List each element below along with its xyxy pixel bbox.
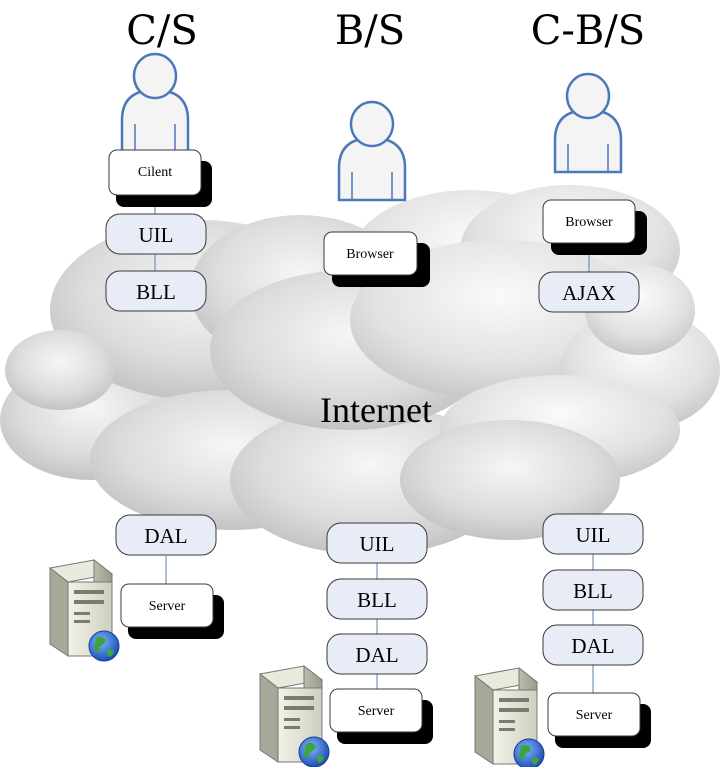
cbs-uil-label: UIL bbox=[576, 523, 611, 547]
server-icon bbox=[259, 665, 330, 767]
user-icon bbox=[120, 52, 190, 154]
cs-uil-label: UIL bbox=[139, 223, 174, 247]
server-icon bbox=[49, 559, 120, 662]
cbs-ajax-layer: AJAX bbox=[538, 271, 640, 313]
bs-bll-layer: BLL bbox=[326, 578, 428, 620]
cs-uil-layer: UIL bbox=[105, 213, 207, 255]
cbs-bll-label: BLL bbox=[573, 579, 613, 603]
bs-server-node: Server bbox=[329, 688, 433, 744]
cbs-dal-label: DAL bbox=[571, 634, 614, 658]
cbs-browser-label: Browser bbox=[565, 215, 613, 230]
cbs-ajax-label: AJAX bbox=[562, 281, 616, 305]
bs-dal-layer: DAL bbox=[326, 633, 428, 675]
cbs-uil-layer: UIL bbox=[542, 513, 644, 555]
cbs-bll-layer: BLL bbox=[542, 569, 644, 611]
cs-bll-label: BLL bbox=[136, 280, 176, 304]
internet-label: Internet bbox=[320, 390, 432, 430]
bs-bll-label: BLL bbox=[357, 588, 397, 612]
cbs-dal-layer: DAL bbox=[542, 624, 644, 666]
cs-dal-layer: DAL bbox=[115, 514, 217, 556]
bs-server-label: Server bbox=[358, 704, 395, 719]
cbs-server-node: Server bbox=[547, 692, 651, 748]
cs-client-node: Cilent bbox=[108, 149, 212, 207]
bs-browser-node: Browser bbox=[323, 231, 430, 287]
title-cs: C/S bbox=[126, 8, 197, 54]
title-bs: B/S bbox=[335, 8, 405, 54]
bs-uil-label: UIL bbox=[360, 532, 395, 556]
bs-dal-label: DAL bbox=[355, 643, 398, 667]
cs-server-node: Server bbox=[120, 583, 224, 639]
cbs-server-label: Server bbox=[576, 708, 613, 723]
cs-server-label: Server bbox=[149, 599, 186, 614]
user-icon bbox=[337, 100, 407, 202]
bs-browser-label: Browser bbox=[346, 247, 394, 262]
cbs-browser-node: Browser bbox=[542, 199, 647, 255]
bs-uil-layer: UIL bbox=[326, 522, 428, 564]
server-icon bbox=[474, 667, 545, 767]
cs-dal-label: DAL bbox=[144, 524, 187, 548]
cs-bll-layer: BLL bbox=[105, 270, 207, 312]
user-icon bbox=[553, 72, 623, 174]
title-cbs: C-B/S bbox=[531, 8, 645, 54]
cs-client-label: Cilent bbox=[138, 165, 172, 180]
